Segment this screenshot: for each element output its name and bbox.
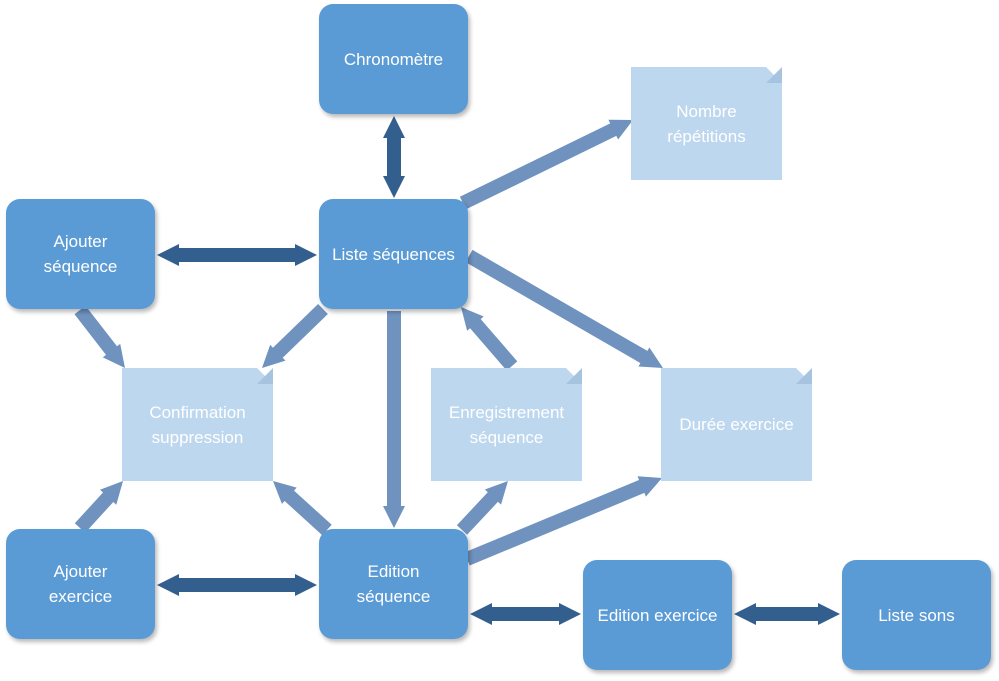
node-nombre-repetitions-label: Nombre répétitions <box>667 101 746 146</box>
node-liste-sequences-label: Liste séquences <box>332 244 455 264</box>
arrow-ajouter-exercice-to-edition-sequence <box>157 574 317 596</box>
arrow-edition-sequence-to-confirmation-suppression <box>273 481 332 536</box>
node-liste-sequences: Liste séquences <box>319 199 468 309</box>
node-ajouter-sequence: Ajouter séquence <box>6 199 155 309</box>
arrow-ajouter-sequence-to-liste-sequences <box>157 244 317 266</box>
arrow-edition-sequence-to-edition-exercice <box>470 603 581 625</box>
node-duree-exercice: Durée exercice <box>661 368 812 481</box>
node-confirmation-suppression-label: Confirmation suppression <box>149 402 246 447</box>
arrow-ajouter-exercice-to-confirmation-suppression <box>74 481 123 533</box>
node-chronometre-label: Chronomètre <box>343 49 444 69</box>
arrow-liste-sequences-to-duree-exercice <box>465 249 663 368</box>
arrow-edition-sequence-to-enregistrement-sequence <box>456 481 508 535</box>
node-confirmation-suppression: Confirmation suppression <box>122 368 273 481</box>
arrow-chronometre-to-liste-sequences <box>383 116 405 198</box>
node-liste-sons-label: Liste sons <box>878 605 955 625</box>
arrow-liste-sequences-to-edition-sequence <box>383 311 405 528</box>
node-liste-sons: Liste sons <box>842 560 991 670</box>
arrow-edition-exercice-to-liste-sons <box>734 603 840 625</box>
arrow-enregistrement-sequence-to-liste-sequences <box>461 307 518 371</box>
node-ajouter-sequence-label: Ajouter séquence <box>43 232 118 276</box>
node-edition-sequence-label: Edition séquence <box>356 562 431 606</box>
node-edition-sequence: Edition séquence <box>319 529 468 639</box>
node-enregistrement-sequence: Enregistrement séquence <box>431 368 582 481</box>
node-ajouter-exercice: Ajouter exercice <box>6 529 155 639</box>
arrow-liste-sequences-to-confirmation-suppression <box>262 304 328 368</box>
node-edition-exercice-label: Edition exercice <box>597 605 718 625</box>
node-duree-exercice-label: Durée exercice <box>679 415 794 434</box>
arrow-edition-sequence-to-duree-exercice <box>464 476 662 566</box>
node-edition-exercice: Edition exercice <box>583 560 732 670</box>
node-enregistrement-sequence-label: Enregistrement séquence <box>448 402 565 447</box>
arrow-ajouter-sequence-to-confirmation-suppression <box>74 305 125 368</box>
node-nombre-repetitions: Nombre répétitions <box>631 67 782 180</box>
node-ajouter-exercice-label: Ajouter exercice <box>48 562 113 606</box>
node-chronometre: Chronomètre <box>319 4 468 114</box>
arrow-liste-sequences-to-nombre-repetitions <box>459 119 633 210</box>
